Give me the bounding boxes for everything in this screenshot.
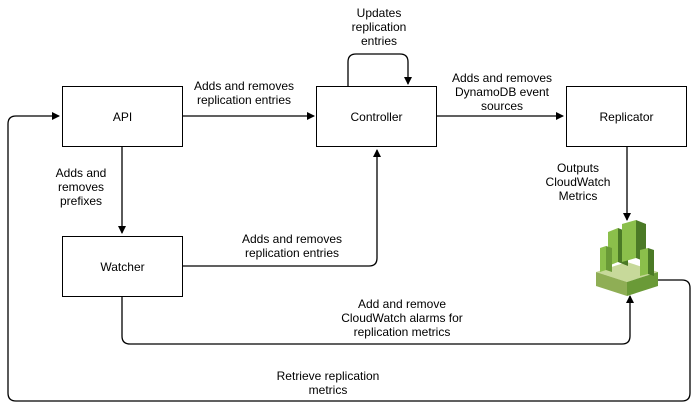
api-watcher-edge-label: Adds and removes prefixes (55, 166, 107, 208)
replicator-label: Replicator (599, 109, 654, 124)
cloudwatch-to-api-arrow (7, 112, 691, 402)
updates-replication-entries-label: Updates replication entries (351, 6, 407, 48)
watcher-label: Watcher (100, 259, 145, 274)
watcher-controller-edge-label: Adds and removes replication entries (241, 232, 343, 260)
replicator-box: Replicator (566, 86, 687, 147)
api-controller-edge-label: Adds and removes replication entries (193, 79, 295, 107)
controller-replicator-edge-label: Adds and removes DynamoDB event sources (451, 71, 553, 113)
watcher-to-controller-arrow (182, 149, 381, 267)
cloudwatch-api-edge-label: Retrieve replication metrics (276, 369, 380, 397)
replicator-cloudwatch-edge-label: Outputs CloudWatch Metrics (545, 161, 611, 203)
api-box: API (62, 86, 183, 147)
controller-label: Controller (350, 109, 403, 124)
api-label: API (112, 109, 133, 124)
controller-self-loop-arrow (347, 53, 412, 86)
watcher-cloudwatch-edge-label: Add and remove CloudWatch alarms for rep… (341, 297, 463, 339)
cloudwatch-icon (596, 220, 658, 296)
controller-box: Controller (316, 86, 437, 147)
watcher-to-cloudwatch-arrow (121, 295, 634, 345)
watcher-box: Watcher (62, 236, 183, 297)
